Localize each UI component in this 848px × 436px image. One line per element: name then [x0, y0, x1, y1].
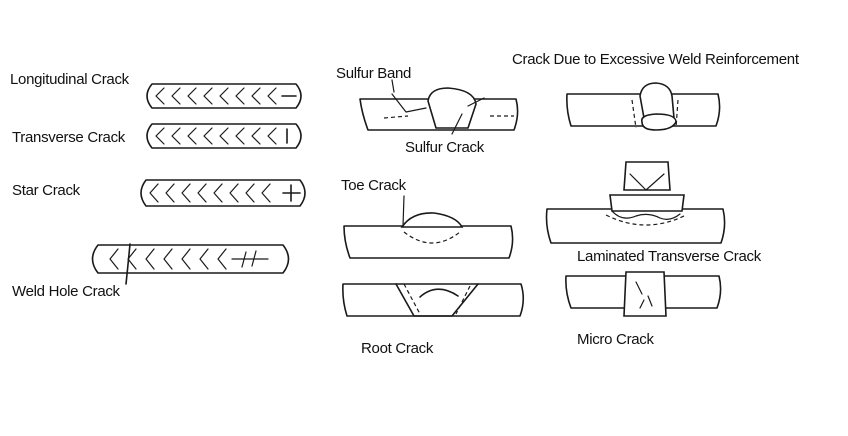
toe-crack-label: Toe Crack — [341, 177, 407, 194]
longitudinal-crack-figure — [146, 83, 302, 109]
micro-crack-figure — [565, 271, 722, 317]
transverse-crack-label: Transverse Crack — [12, 129, 126, 146]
longitudinal-crack-label: Longitudinal Crack — [10, 71, 130, 88]
excessive-reinforcement-crack-figure — [566, 82, 721, 131]
sulfur-crack-label: Sulfur Crack — [405, 139, 485, 156]
sulfur-band-leader — [391, 79, 395, 93]
weld-hole-crack-label: Weld Hole Crack — [12, 283, 121, 300]
excessive-reinforcement-label: Crack Due to Excessive Weld Reinforcemen… — [512, 51, 800, 68]
star-crack-figure — [140, 179, 306, 207]
laminated-transverse-label: Laminated Transverse Crack — [577, 248, 762, 265]
sulfur-crack-figure — [359, 87, 519, 135]
star-crack-label: Star Crack — [12, 182, 81, 199]
laminated-transverse-crack-figure — [545, 161, 726, 244]
transverse-crack-figure — [146, 123, 302, 149]
toe-crack-figure — [343, 195, 514, 259]
root-crack-figure — [342, 283, 525, 317]
root-crack-label: Root Crack — [361, 340, 434, 357]
sulfur-band-label: Sulfur Band — [336, 65, 411, 82]
weld-hole-crack-figure — [91, 243, 290, 285]
micro-crack-label: Micro Crack — [577, 331, 655, 348]
